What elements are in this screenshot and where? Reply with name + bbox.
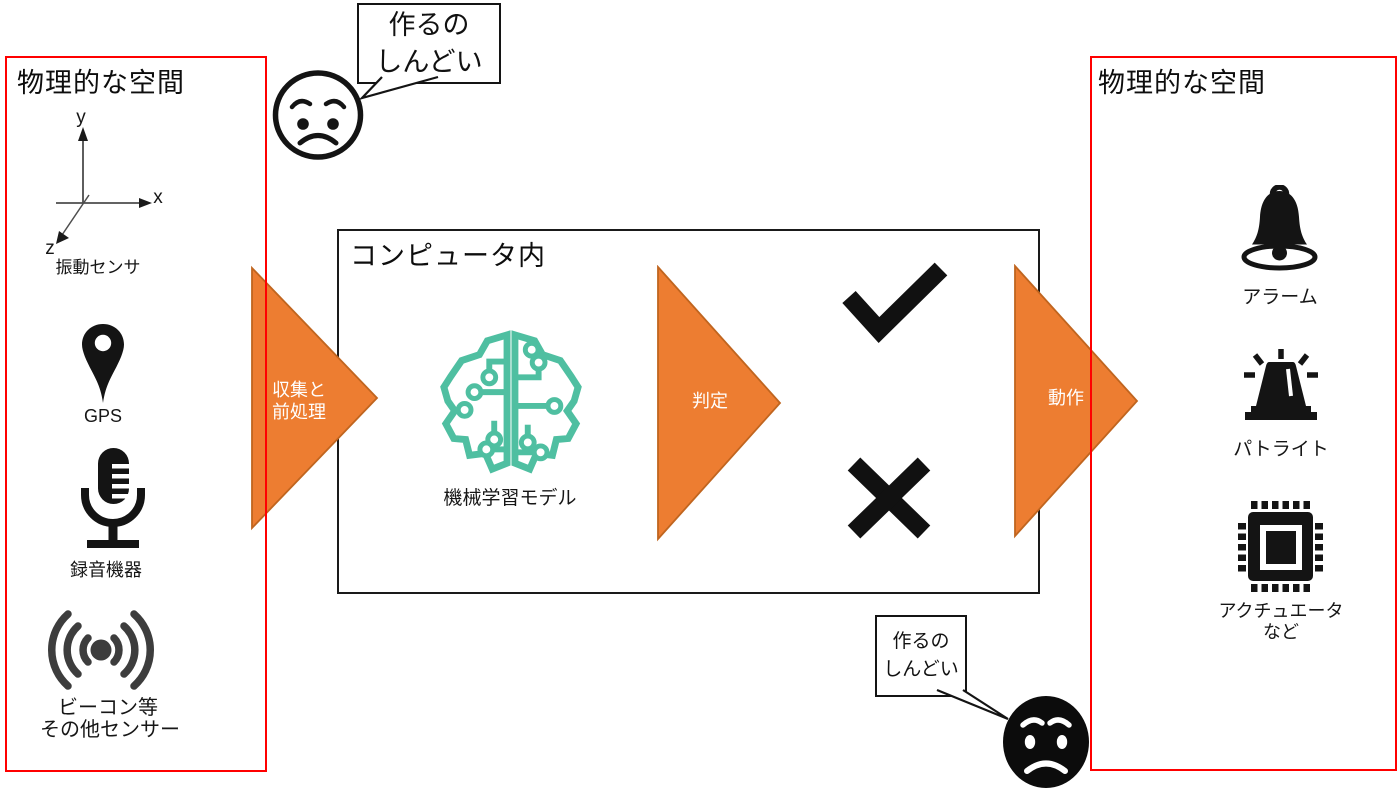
axis-z-label: z xyxy=(45,238,55,259)
collect-arrow-label-line1: 収集と xyxy=(272,380,326,400)
collect-arrow-label-line2: 前処理 xyxy=(272,402,326,422)
action-arrow-label: 動作 xyxy=(1048,388,1084,408)
top-bubble-line2: しんどい xyxy=(375,46,483,77)
beacon-icon xyxy=(48,610,154,690)
beacon-label-line2: その他センサー xyxy=(40,719,180,741)
ml-model-label: 機械学習モデル xyxy=(443,488,577,509)
collect-arrow-label: 収集と 前処理 xyxy=(272,379,326,423)
patlite-label: パトライト xyxy=(1233,439,1329,460)
alarm-label: アラーム xyxy=(1242,287,1318,308)
bell-icon xyxy=(1241,185,1318,271)
physical-space-left-box xyxy=(5,56,267,772)
actuator-chip-icon xyxy=(1238,501,1323,592)
actuator-label-line2: など xyxy=(1263,622,1299,642)
top-speech-bubble: 作るの しんどい xyxy=(357,3,501,84)
bottom-bubble-tail xyxy=(936,688,1009,721)
axis-x-label: x xyxy=(153,187,163,208)
top-bubble-line1: 作るの xyxy=(388,9,470,40)
ml-brain-icon xyxy=(440,330,582,474)
computer-box-title: コンピュータ内 xyxy=(350,241,546,271)
judge-arrow-label: 判定 xyxy=(692,391,728,411)
actuator-label-line1: アクチュエータ xyxy=(1218,601,1344,621)
top-bubble-tail xyxy=(358,75,439,101)
check-mark-icon xyxy=(842,262,948,343)
gps-label: GPS xyxy=(83,406,123,426)
judge-arrow xyxy=(657,265,782,542)
beacon-label-line1: ビーコン等 xyxy=(58,697,158,719)
microphone-icon xyxy=(81,448,145,548)
worried-face-solid-icon xyxy=(1003,696,1089,788)
left-box-title: 物理的な空間 xyxy=(17,68,185,98)
worried-face-outline-icon xyxy=(272,70,364,160)
cross-mark-icon xyxy=(847,457,931,539)
vibration-sensor-label: 振動センサ xyxy=(55,258,141,277)
right-box-title: 物理的な空間 xyxy=(1098,68,1266,98)
bottom-bubble-line2: しんどい xyxy=(883,659,959,680)
action-arrow xyxy=(1014,264,1139,539)
patlite-icon xyxy=(1244,349,1318,420)
axis-y-label: y xyxy=(76,107,86,128)
collect-arrow xyxy=(251,265,379,531)
bottom-speech-bubble: 作るの しんどい xyxy=(875,615,967,697)
recorder-label: 録音機器 xyxy=(70,560,142,580)
physical-space-right-box xyxy=(1090,56,1397,771)
gps-pin-icon xyxy=(82,324,124,403)
bottom-bubble-line1: 作るの xyxy=(892,631,950,652)
xyz-axis-icon xyxy=(56,127,152,244)
